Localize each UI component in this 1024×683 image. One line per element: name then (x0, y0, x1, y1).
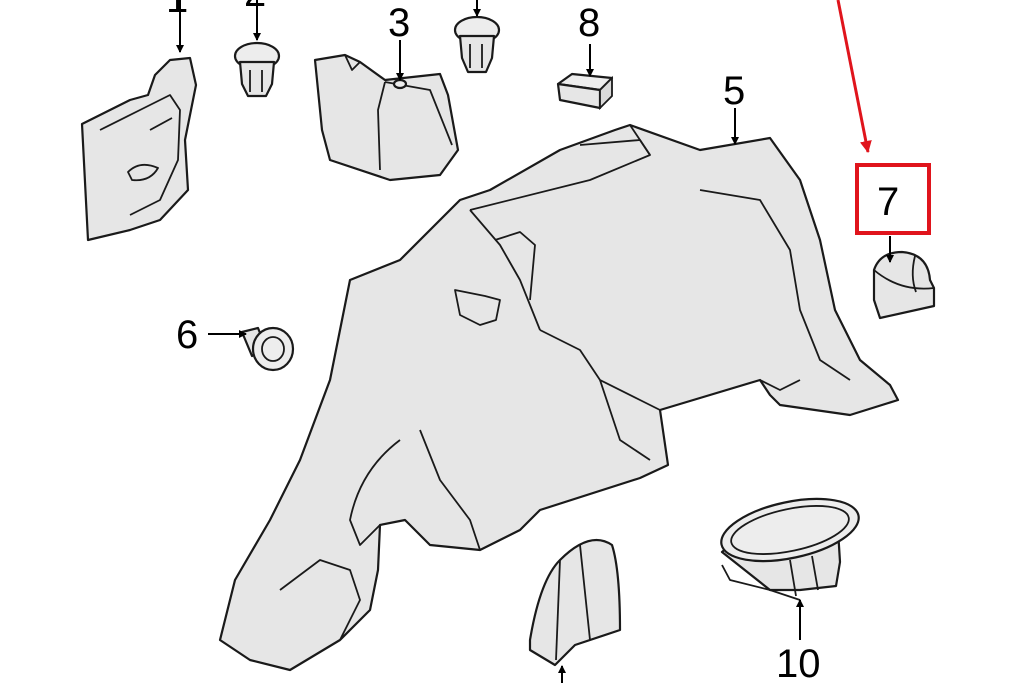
highlight-arrow (836, 0, 872, 153)
part-8-foam-pad[interactable] (556, 72, 614, 111)
part-2-push-clip[interactable] (233, 41, 281, 98)
part-3-trim-panel[interactable] (313, 53, 460, 182)
callout-5: 5 (723, 69, 745, 113)
callout-7: 7 (877, 180, 899, 224)
callout-6: 6 (176, 313, 198, 357)
callout-8: 8 (578, 1, 600, 45)
part-4-push-clip[interactable] (453, 15, 501, 74)
highlight-box (855, 163, 931, 235)
callout-4: 4 (464, 0, 486, 5)
part-1-pillar-trim[interactable] (80, 56, 198, 242)
part-6-rivet[interactable] (240, 326, 295, 372)
callout-1: 1 (166, 0, 188, 21)
part-10-pocket[interactable] (716, 488, 865, 601)
callout-3: 3 (388, 1, 410, 45)
part-7-cap[interactable] (872, 250, 936, 320)
part-9-cover[interactable] (528, 538, 622, 667)
callout-10: 10 (776, 642, 821, 683)
callout-2: 2 (244, 0, 266, 15)
part-5-quarter-trim-panel[interactable] (218, 123, 900, 672)
